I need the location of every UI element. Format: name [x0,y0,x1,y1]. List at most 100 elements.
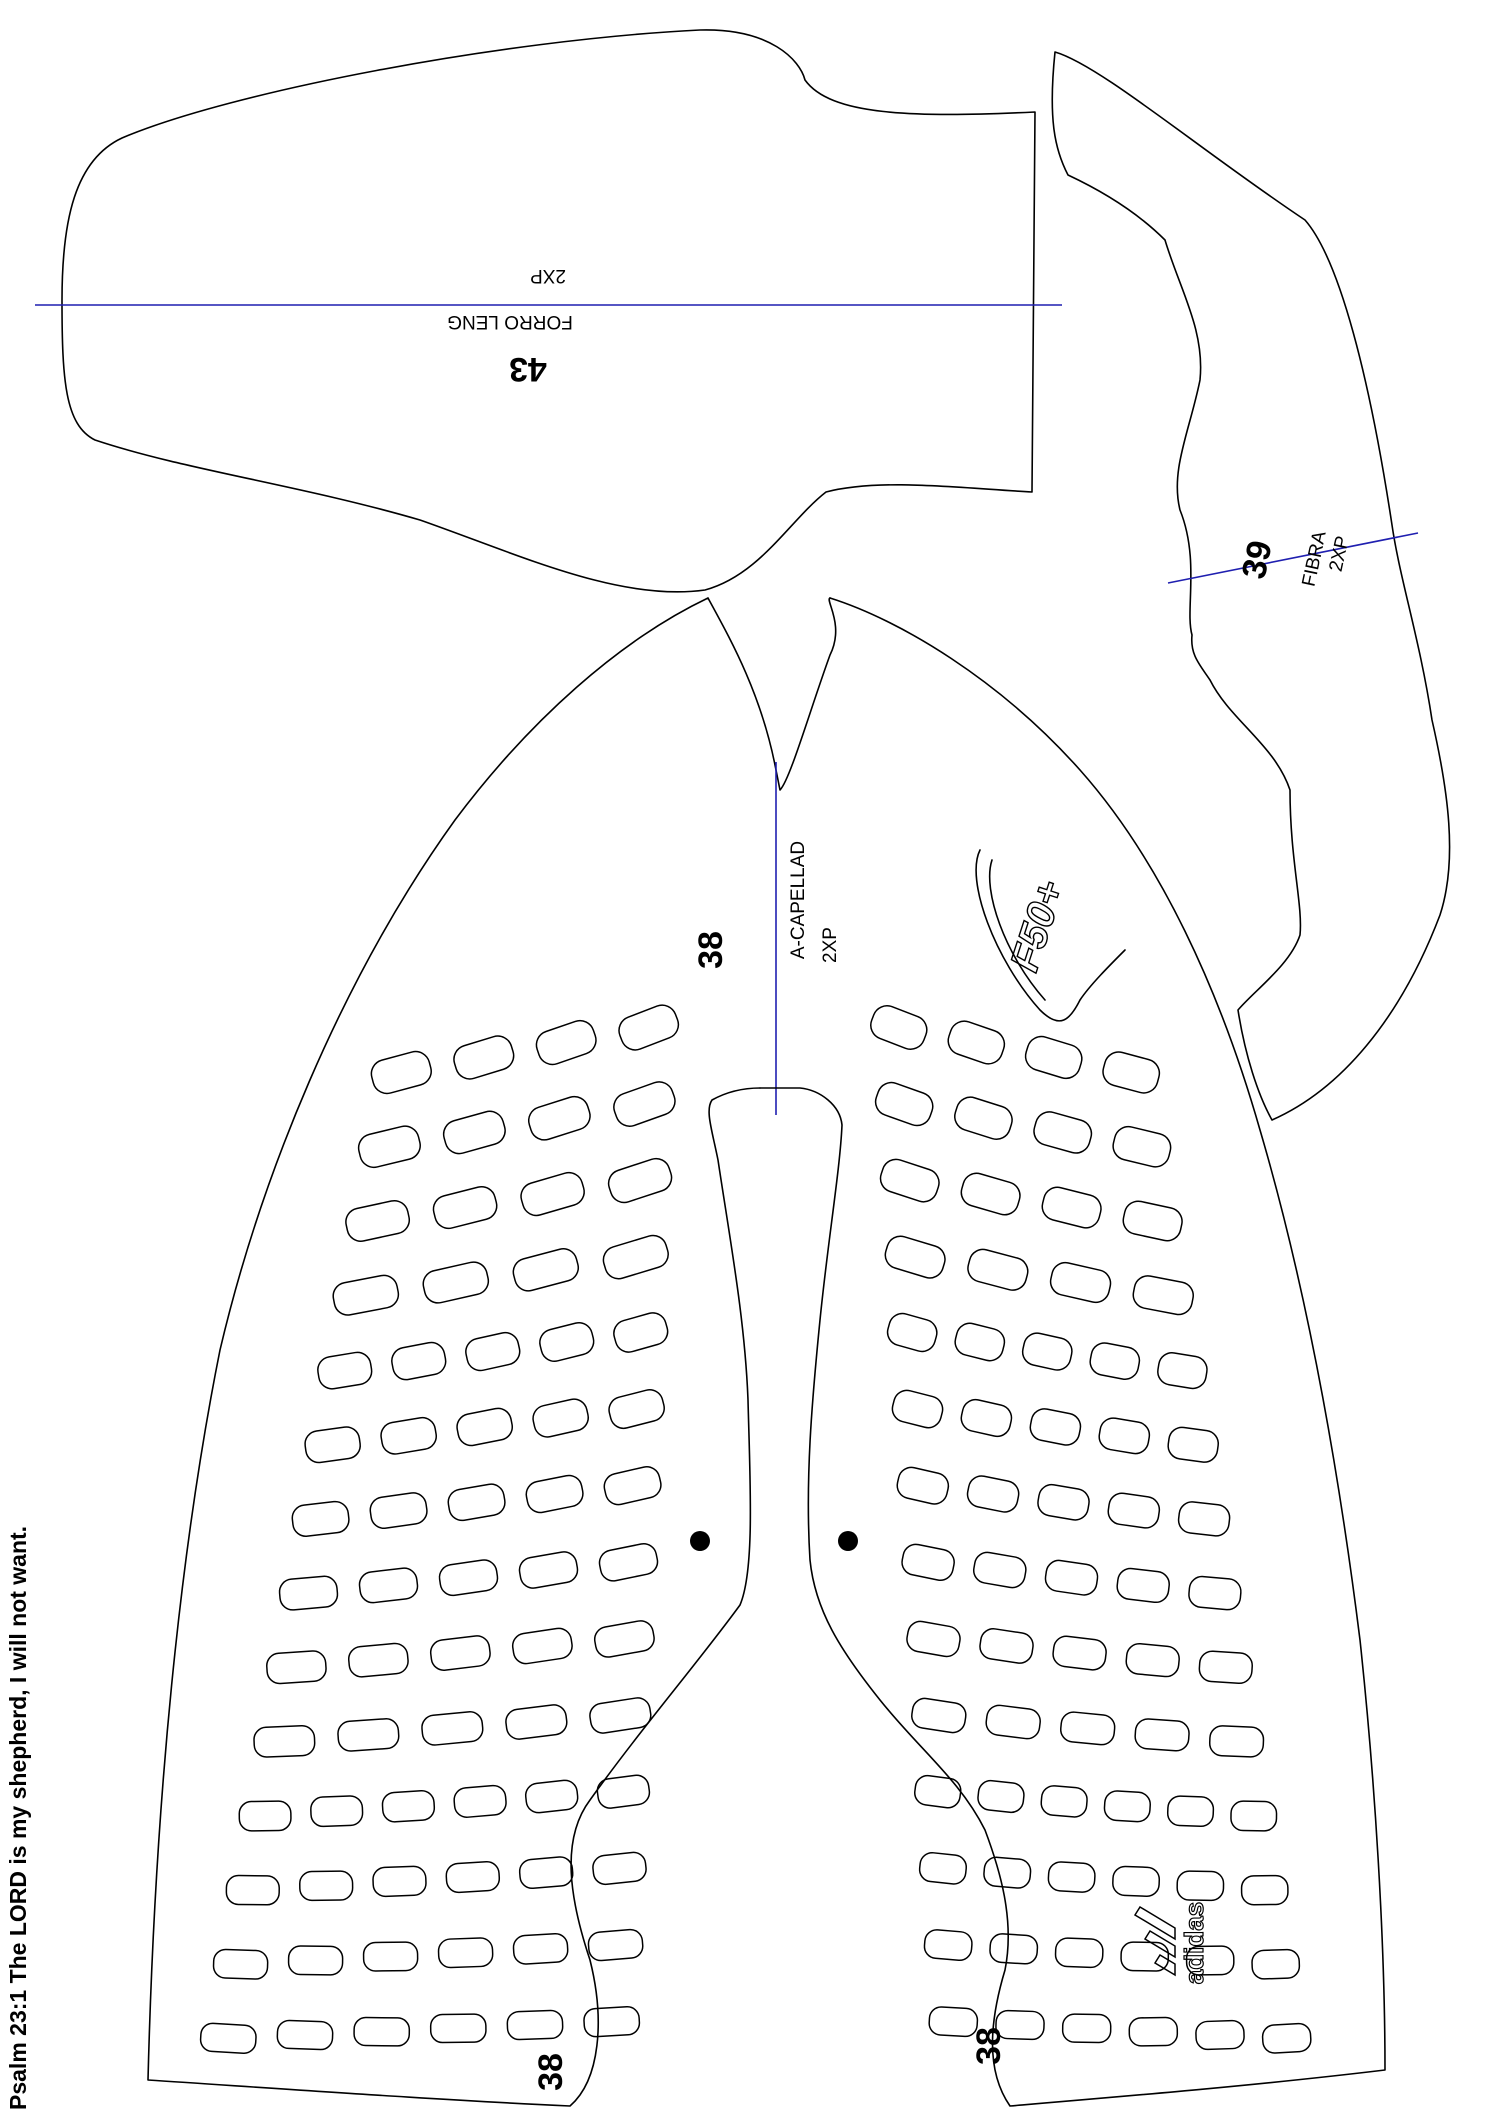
fibra-grain-line [1167,532,1419,584]
lattice-cell [977,1779,1025,1814]
adidas-three-stripes-icon [1133,1905,1176,1977]
lattice-cell [1198,1650,1253,1685]
lattice-cell [347,1642,409,1678]
lattice-cell [874,1081,934,1127]
forro-leng-name: FORRO LENG [447,311,573,332]
adidas-logo: adidas [1133,1901,1210,1985]
lattice-cell [901,1543,955,1581]
lattice-cell [985,1704,1041,1740]
forro-leng-number: 43 [509,350,547,388]
lattice-cell [1176,1870,1225,1902]
lattice-cell [212,1948,269,1980]
lattice-cell [1251,1948,1301,1980]
lattice-cell [345,1199,411,1242]
lattice-cell [589,1697,652,1734]
lattice-cell [947,1020,1006,1065]
lattice-cell [1112,1125,1172,1168]
lattice-cell [954,1322,1006,1362]
capellad-left-half [147,597,837,2107]
lattice-cell [995,2009,1045,2041]
forro-leng-outline [61,29,1036,593]
lattice-cell [967,1248,1029,1291]
lattice-cell [437,1937,494,1969]
lattice-cell [1122,1200,1183,1242]
lattice-cell [380,1416,438,1455]
forro-leng-piece: 43 FORRO LENG 2XP [35,29,1062,593]
lattice-cell [1128,2016,1179,2047]
lattice-cell [1166,1795,1215,1828]
lattice-cell [1089,1342,1141,1380]
lattice-cell [525,1474,584,1514]
lattice-cell [870,1005,928,1050]
lattice-cell [1021,1332,1073,1371]
lattice-cell [1195,2019,1245,2051]
f50-logo-swoosh [975,849,1126,1022]
capellad-name: A-CAPELLAD [788,841,809,959]
lattice-cell [1052,1635,1107,1671]
capellad-number: 38 [692,931,730,969]
fibra-qty: 2XP [1326,534,1354,574]
f50-logo: F50+ [975,849,1126,1022]
lattice-cell [520,1171,585,1217]
lattice-cell [421,1711,484,1746]
fibra-name: FIBRA [1299,529,1331,588]
lattice-cell [1024,1035,1083,1080]
lattice-cell [512,1248,580,1292]
lattice-cell [884,1235,946,1279]
lattice-cell [972,1551,1027,1589]
adidas-wordmark: adidas [1179,1902,1209,1984]
lattice-cell [291,1500,350,1537]
lattice-cell [879,1158,940,1203]
lattice-cell [317,1351,373,1390]
lattice-cell [1185,1945,1235,1976]
lattice-cell [1061,2013,1112,2044]
lattice-cell [1033,1111,1093,1154]
lattice-cell [989,1933,1039,1965]
lattice-cell [914,1774,962,1809]
lattice-cell [1112,1865,1161,1897]
lattice-cell [1132,1275,1194,1316]
capellad-left-toe-number: 38 [532,2053,570,2091]
f50-logo-text: F50+ [1002,875,1072,976]
lattice-cell [596,1774,651,1809]
lattice-cell [432,1185,498,1230]
lattice-cell [429,2013,487,2044]
lattice-cell [613,1312,669,1353]
lattice-cell [1157,1352,1208,1390]
lattice-cell [896,1466,950,1505]
lattice-cell [1029,1408,1082,1446]
lattice-cell [381,1790,436,1823]
lattice-cell [1103,1790,1151,1823]
lattice-cell [512,1932,569,1965]
lattice-cell [532,1398,589,1438]
lattice-cell [1044,1559,1099,1596]
lattice-cell [527,1095,591,1141]
lattice-cell [453,1035,515,1080]
lattice-cell [593,1620,655,1658]
lattice-cell [287,1945,344,1976]
lattice-cell [1188,1575,1242,1611]
lattice-cell [918,1851,968,1885]
lattice-cell [304,1426,361,1464]
lattice-cell [238,1800,292,1832]
capellad-left-outline [147,597,837,2107]
lattice-cell [1134,1718,1190,1752]
lattice-cell [603,1466,662,1506]
lattice-cell [1240,1874,1289,1906]
footer-verse: Psalm 23:1 The LORD is my shepherd, I wi… [5,1526,31,2110]
lattice-cell [506,2009,564,2041]
lattice-cell [1167,1426,1220,1463]
lattice-cell [1125,1642,1180,1678]
lattice-cell [928,2006,979,2038]
lattice-cell [1098,1417,1151,1455]
lattice-cell [960,1398,1013,1438]
lattice-cell [518,1856,574,1890]
lattice-cell [310,1795,364,1828]
lattice-cell [911,1697,967,1734]
lattice-cell [456,1407,514,1447]
lattice-cell [332,1274,400,1316]
lattice-cell [362,1941,419,1972]
lattice-cell [592,1851,647,1886]
lattice-cell [465,1331,521,1372]
